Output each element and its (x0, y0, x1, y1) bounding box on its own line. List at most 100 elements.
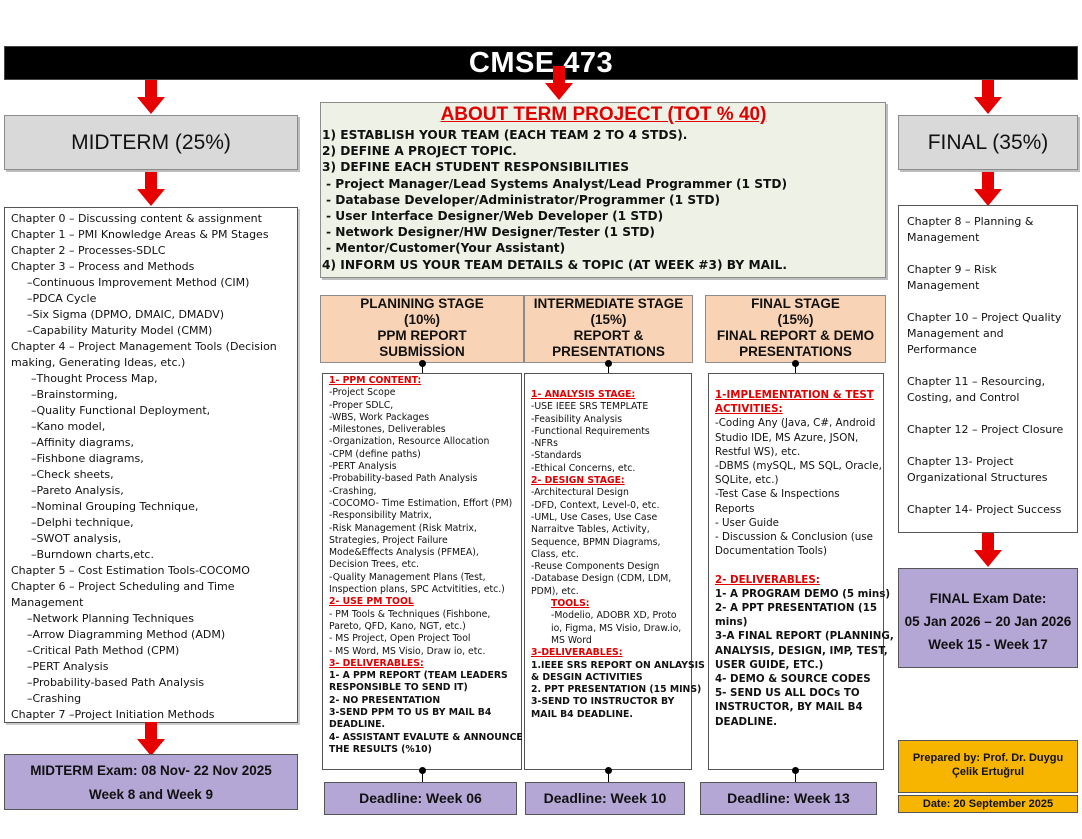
chapter-item: –Continuous Improvement Method (CIM) (27, 276, 250, 289)
midterm-exam-weeks: Week 8 and Week 9 (88, 787, 214, 802)
term-project-steps: 1) ESTABLISH YOUR TEAM (EACH TEAM 2 TO 4… (322, 127, 885, 273)
stage-content-line: -Responsibility Matrix, (329, 510, 432, 522)
chapter-item: Chapter 3 – Process and Methods (11, 260, 195, 273)
term-project-heading: ABOUT TERM PROJECT (TOT % 40) (440, 104, 767, 125)
stage-content-line: DEADLINE. (715, 715, 778, 728)
stage-content-line: -DFD, Context, Level-0, etc. (531, 499, 660, 511)
stage-content-line: 3-DELIVERABLES: (531, 647, 623, 659)
stage-heading-line: FINAL REPORT & DEMO (716, 328, 875, 343)
stage-content-line: Inspection plans, SPC Actvitities, etc.) (329, 584, 505, 596)
arrow-down-icon (137, 80, 165, 114)
stage-content-line: 2- A PPT PRESENTATION (15 (715, 602, 878, 615)
chapter-item: Chapter 10 – Project Quality Management … (907, 311, 1062, 356)
connector-line (795, 363, 796, 373)
chapter-item: Chapter 8 – Planning & Management (907, 215, 1034, 244)
chapter-item: –Kano model, (31, 420, 106, 433)
connector-dot (419, 360, 426, 367)
chapter-item: Chapter 1 – PMI Knowledge Areas & PM Sta… (11, 228, 269, 241)
connector-line (608, 770, 609, 782)
stage-content-line: -Milestones, Deliverables (329, 424, 446, 436)
stage-content-line: Narraitve Tables, Activity, (531, 524, 650, 536)
chapter-item: Chapter 12 – Project Closure (907, 423, 1064, 436)
stage-content-line: Pareto, QFD, Kano, NGT, etc.) (329, 620, 466, 632)
stage-content-line: 1- A PPM REPORT (TEAM LEADERS (329, 670, 508, 682)
stage-heading-line: (15%) (777, 312, 814, 327)
chapter-item: –SWOT analysis, (31, 532, 122, 545)
chapter-item: –Delphi technique, (31, 516, 134, 529)
chapter-item: Chapter 0 – Discussing content & assignm… (11, 212, 262, 225)
stage-content-line: INSTRUCTOR, BY MAIL B4 (715, 701, 863, 714)
arrow-down-icon (974, 533, 1002, 567)
arrow-down-icon (974, 80, 1002, 114)
stage-content-line: & DESGIN ACTIVITIES (531, 671, 643, 683)
chapter-item: Chapter 5 – Cost Estimation Tools-COCOMO (11, 564, 250, 577)
connector-dot (792, 360, 799, 367)
connector-line (422, 770, 423, 782)
stage-content-line: -Project Scope (329, 387, 396, 399)
chapter-item: –Fishbone diagrams, (31, 452, 144, 465)
term-project-step: 4) INFORM US YOUR TEAM DETAILS & TOPIC (… (322, 257, 787, 272)
intermediate-stage-heading: INTERMEDIATE STAGE(15%)REPORT &PRESENTAT… (524, 295, 693, 363)
chapter-item: Chapter 7 –Project Initiation Methods (11, 708, 215, 721)
chapter-item: –Thought Process Map, (31, 372, 158, 385)
midterm-exam-box: MIDTERM Exam: 08 Nov- 22 Nov 2025 Week 8… (4, 754, 298, 810)
stage-content-line: -Reuse Components Design (531, 561, 660, 573)
chapter-item: –Crashing (27, 692, 82, 705)
stage-content-line: -Organization, Resource Allocation (329, 436, 490, 448)
stage-heading-line: FINAL STAGE (751, 296, 840, 311)
connector-line (422, 363, 423, 373)
date-label: Date: 20 September 2025 (898, 795, 1078, 813)
stage-content-line (715, 558, 877, 572)
stage-content-line: - Discussion & Conclusion (use (715, 531, 873, 544)
chapter-item: –Brainstorming, (31, 388, 118, 401)
stage-content-line: ACTIVITIES: (715, 403, 783, 416)
final-exam-date: 05 Jan 2026 – 20 Jan 2026 (904, 614, 1072, 629)
stage-content-line: 1- ANALYSIS STAGE: (531, 389, 636, 400)
stage-content-line: 2- NO PRESENTATION (329, 694, 441, 706)
stage-content-line: PDM), etc. (531, 585, 579, 597)
term-project-step: - Network Designer/HW Designer/Tester (1… (326, 225, 655, 240)
stage-content-line: - MS Word, MS Visio, Draw io, etc. (329, 645, 486, 657)
final-stage-deadline: Deadline: Week 13 (700, 782, 877, 815)
chapter-item: –Burndown charts,etc. (31, 548, 154, 561)
stage-content-line: -Quality Management Plans (Test, (329, 571, 486, 583)
chapter-item: –Affinity diagrams, (31, 436, 134, 449)
arrow-down-icon (137, 722, 165, 756)
stage-content-line: THE RESULTS (%10) (329, 743, 432, 755)
chapter-item: –Six Sigma (DPMO, DMAIC, DMADV) (27, 308, 225, 321)
stage-content-line: -Crashing, (329, 485, 377, 497)
stage-content-line: -Modelio, ADOBR XD, Proto (551, 610, 677, 622)
stage-content-line: - User Guide (715, 516, 779, 529)
stage-content-line: -Risk Management (Risk Matrix, (329, 522, 477, 534)
midterm-heading: MIDTERM (25%) (4, 115, 298, 170)
stage-content-line: 1- A PROGRAM DEMO (5 mins) (715, 587, 891, 600)
chapter-item: Chapter 14- Project Success (907, 503, 1062, 516)
stage-content-line: 3- DELIVERABLES: (329, 657, 424, 669)
stage-content-line: USER GUIDE, ETC.) (715, 658, 824, 671)
chapter-item: –PERT Analysis (27, 660, 109, 673)
stage-heading-line: PPM REPORT (377, 328, 467, 343)
stage-content-line: 1.IEEE SRS REPORT ON ANLAYSIS (531, 659, 705, 671)
chapter-item: –Critical Path Method (CPM) (27, 644, 180, 657)
chapter-item: –Capability Maturity Model (CMM) (27, 324, 213, 337)
final-exam-title: FINAL Exam Date: (929, 591, 1047, 606)
stage-content-line: 2- USE PM TOOL (329, 596, 414, 608)
chapter-item: Chapter 4 – Project Management Tools (De… (11, 340, 277, 353)
chapter-item: Chapter 13- Project Organizational Struc… (907, 455, 1048, 484)
final-exam-box: FINAL Exam Date: 05 Jan 2026 – 20 Jan 20… (898, 568, 1078, 668)
chapter-item: –Network Planning Techniques (27, 612, 194, 625)
final-heading: FINAL (35%) (898, 115, 1078, 170)
page-title: CMSE 473 (4, 46, 1078, 80)
stage-content-line: 3-A FINAL REPORT (PLANNING, (715, 630, 894, 643)
stage-content-line: MAIL B4 DEADLINE. (531, 708, 633, 720)
stage-content-line: -USE IEEE SRS TEMPLATE (531, 401, 649, 413)
midterm-chapter-list: Chapter 0 – Discussing content & assignm… (4, 207, 298, 723)
chapter-item: making, Generating Ideas, etc.) (11, 356, 186, 369)
stage-content-line: -Database Design (CDM, LDM, (531, 573, 672, 585)
chapter-item: –Quality Functional Deployment, (31, 404, 211, 417)
stage-heading-line: (10%) (403, 312, 440, 327)
stage-content-line: 1- PPM CONTENT: (329, 375, 422, 386)
chapter-item: –Arrow Diagramming Method (ADM) (27, 628, 226, 641)
